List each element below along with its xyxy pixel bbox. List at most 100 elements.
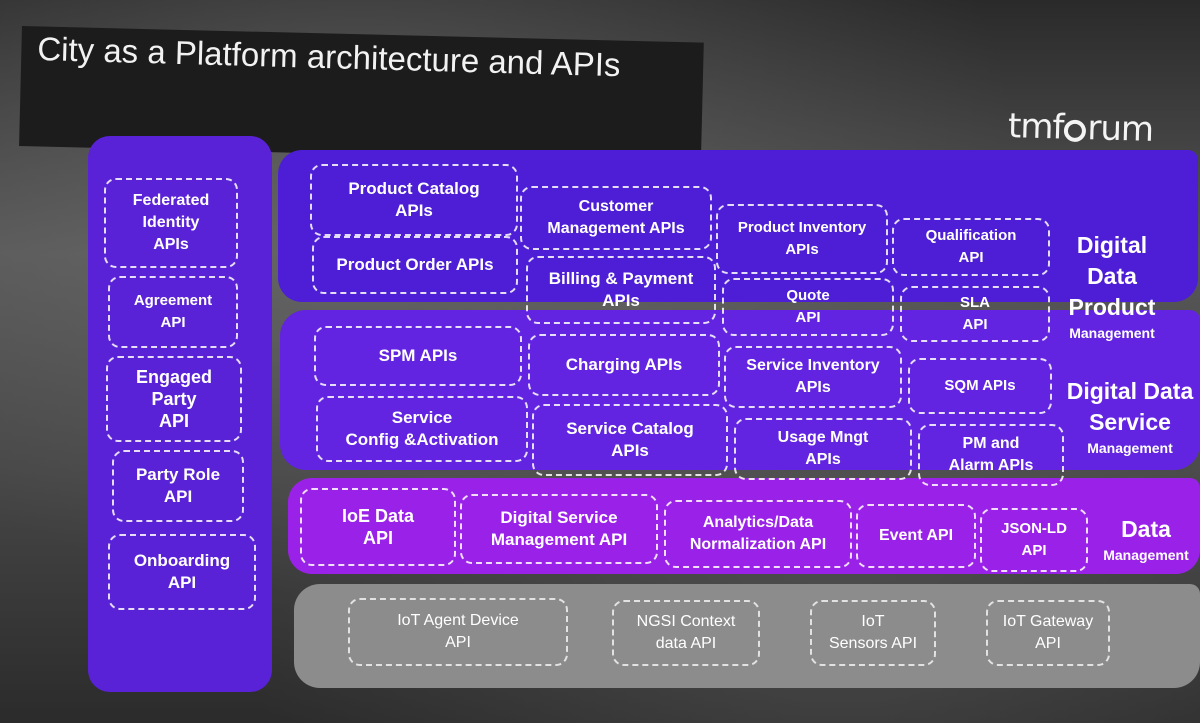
box-line: Customer bbox=[578, 198, 654, 215]
box-line: Sensors API bbox=[828, 635, 918, 652]
box-line: APIs bbox=[785, 241, 819, 258]
box-line: Event API bbox=[878, 527, 954, 544]
box-line: Usage Mngt bbox=[777, 429, 869, 446]
service-label-small: Management bbox=[1087, 440, 1173, 456]
data-management-layer bbox=[288, 478, 1200, 574]
box-line: API bbox=[158, 411, 189, 431]
box-line: Agreement bbox=[133, 292, 213, 309]
box-line: Party bbox=[151, 389, 197, 409]
box-line: JSON-LD bbox=[1001, 520, 1067, 537]
data-label-small: Management bbox=[1103, 547, 1189, 563]
box-line: SPM APIs bbox=[378, 346, 458, 365]
box-line: SLA bbox=[960, 294, 990, 311]
box-line: APIs bbox=[795, 379, 831, 396]
box-line: Digital bbox=[1076, 232, 1148, 258]
product-label-small: Management bbox=[1069, 325, 1155, 341]
box-line: Digital Data bbox=[1066, 378, 1194, 404]
box-line: Service Catalog bbox=[566, 419, 694, 438]
box-line: Normalization API bbox=[689, 536, 827, 553]
box-line: Federated bbox=[132, 192, 210, 209]
product-box-4: Product Order APIs bbox=[312, 236, 518, 294]
box-line: IoT Gateway bbox=[1002, 613, 1094, 630]
box-line: Config &Activation bbox=[345, 430, 499, 449]
service-box-0: SPM APIs bbox=[314, 326, 522, 386]
box-line: Digital Service bbox=[500, 508, 618, 527]
box-line: API bbox=[795, 309, 821, 326]
box-line: API bbox=[445, 634, 471, 651]
box-line: Product Catalog bbox=[348, 179, 480, 198]
box-line: IoE Data bbox=[341, 506, 415, 526]
box-line: SQM APIs bbox=[944, 377, 1016, 394]
box-line: Service bbox=[1089, 409, 1171, 435]
box-line: APIs bbox=[602, 291, 640, 310]
data-box-4: JSON-LD API bbox=[980, 508, 1088, 572]
box-line: Management APIs bbox=[547, 220, 685, 237]
box-line: Management API bbox=[490, 530, 628, 549]
box-line: Engaged bbox=[135, 367, 212, 387]
box-line: API bbox=[1035, 635, 1061, 652]
box-line: Alarm APIs bbox=[948, 457, 1034, 474]
box-line: PM and bbox=[962, 435, 1020, 452]
box-line: Quote bbox=[786, 287, 830, 304]
service-box-3: SQM APIs bbox=[908, 358, 1052, 414]
box-line: API bbox=[1021, 542, 1047, 559]
box-line: IoT Agent Device bbox=[397, 612, 519, 629]
box-line: Billing & Payment bbox=[548, 269, 694, 288]
service-box-1: Charging APIs bbox=[528, 334, 720, 396]
box-line: IoT bbox=[861, 613, 885, 630]
box-line: Product Inventory bbox=[737, 219, 867, 236]
data-box-3: Event API bbox=[856, 504, 976, 568]
box-line: Onboarding bbox=[133, 551, 231, 570]
box-line: API bbox=[160, 314, 186, 331]
box-line: API bbox=[958, 249, 984, 266]
box-line: APIs bbox=[153, 236, 189, 253]
box-line: Service Inventory bbox=[746, 357, 880, 374]
box-line: API bbox=[167, 573, 197, 592]
box-line: APIs bbox=[805, 451, 841, 468]
box-line: Product bbox=[1068, 294, 1156, 320]
box-line: Service bbox=[391, 408, 453, 427]
iot-box-2: IoT Sensors API bbox=[810, 600, 936, 666]
box-line: Data bbox=[1087, 263, 1137, 289]
box-line: Product Order APIs bbox=[336, 255, 494, 274]
box-line: API bbox=[163, 487, 193, 506]
box-line: API bbox=[962, 316, 988, 333]
box-line: Data bbox=[1121, 516, 1171, 542]
data-layer-label: Data Management bbox=[1092, 514, 1200, 565]
box-line: Qualification bbox=[925, 227, 1017, 244]
box-line: APIs bbox=[395, 201, 433, 220]
box-line: Charging APIs bbox=[565, 355, 683, 374]
box-line: Identity bbox=[142, 214, 200, 231]
box-line: APIs bbox=[611, 441, 649, 460]
box-line: API bbox=[362, 528, 393, 548]
box-line: Party Role bbox=[135, 465, 221, 484]
box-line: Analytics/Data bbox=[702, 514, 814, 531]
data-label-big: Data bbox=[1092, 514, 1200, 545]
